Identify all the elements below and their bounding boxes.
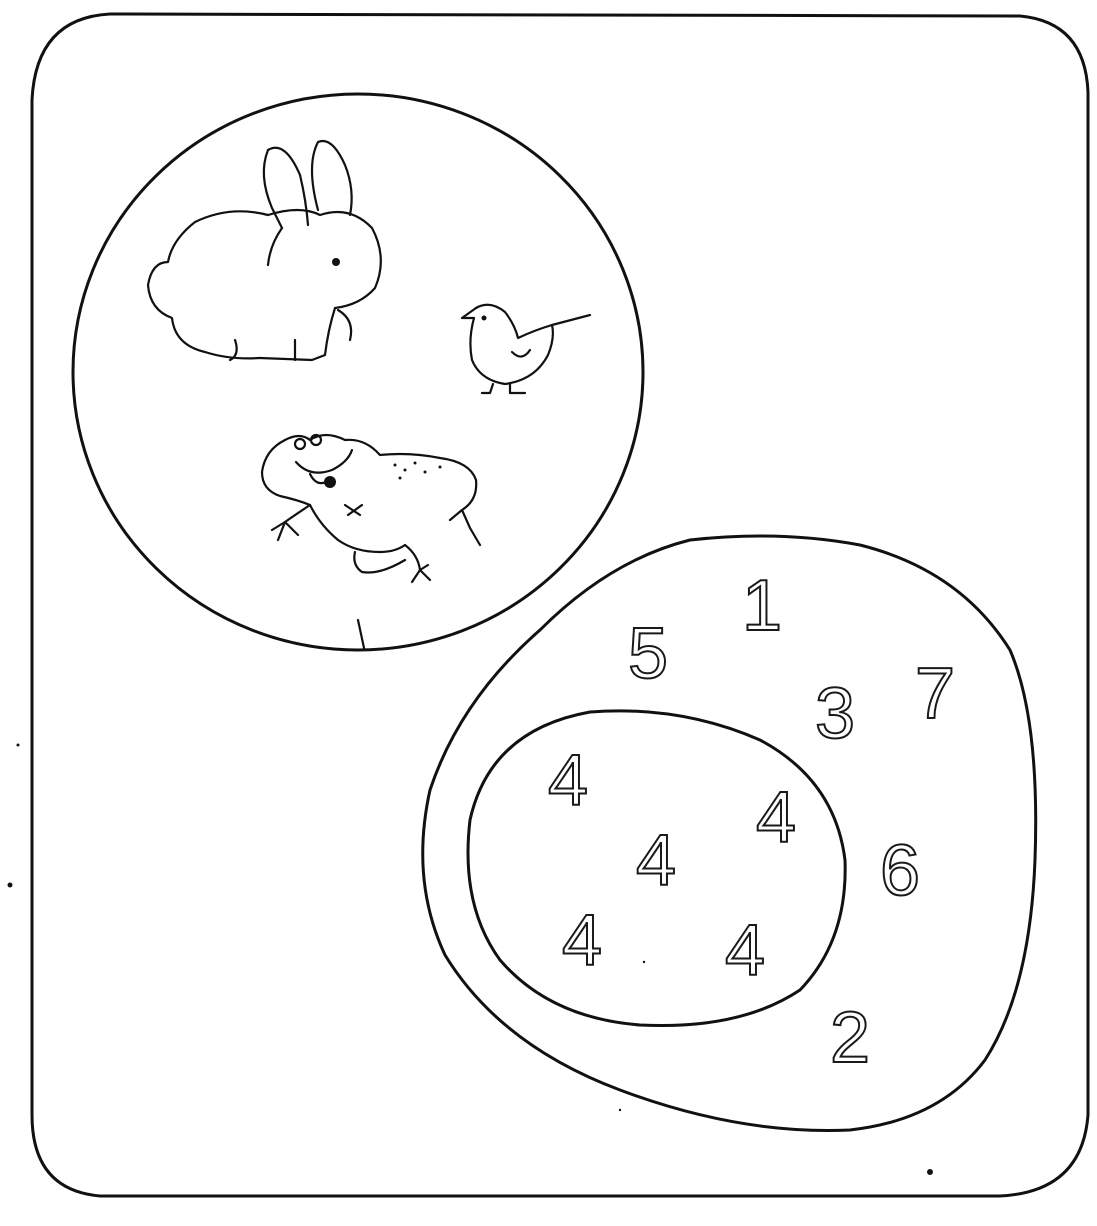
bird-icon <box>462 305 590 393</box>
rabbit-eye <box>332 258 340 266</box>
outer-number: 6 <box>880 831 920 911</box>
rabbit-icon <box>148 141 381 360</box>
inner-number: 4 <box>548 741 588 821</box>
bird-eye <box>482 316 487 321</box>
numbers-set-outer-loop <box>423 536 1036 1131</box>
stray-mark <box>358 620 364 648</box>
inner-number: 4 <box>636 821 676 901</box>
outer-number: 7 <box>915 654 955 734</box>
page-frame <box>32 14 1088 1196</box>
frog-icon <box>262 435 480 582</box>
frog-mouth <box>324 476 336 488</box>
inner-number: 4 <box>756 778 796 858</box>
outer-number: 2 <box>830 998 870 1078</box>
inner-number: 4 <box>725 911 765 991</box>
outer-number: 1 <box>742 566 782 646</box>
outer-number: 3 <box>815 674 855 754</box>
outer-number: 5 <box>628 614 668 694</box>
inner-number: 4 <box>562 901 602 981</box>
